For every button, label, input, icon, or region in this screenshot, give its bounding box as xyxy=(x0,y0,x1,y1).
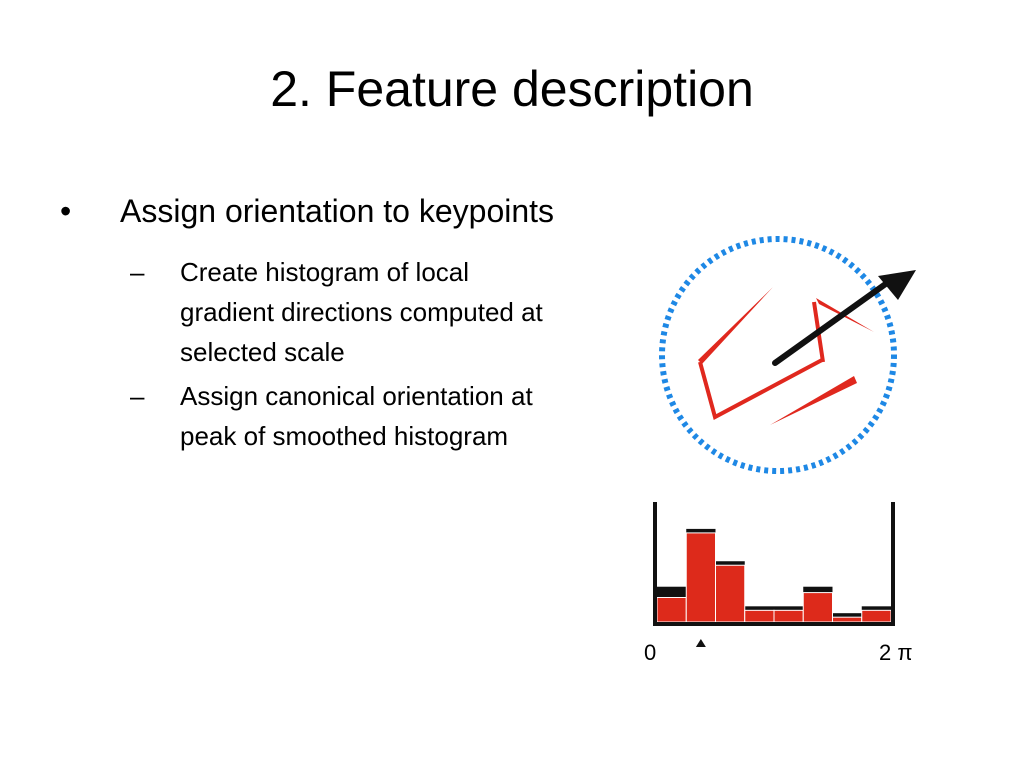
sub-bullet-orientation: – Assign canonical orientation at peak o… xyxy=(130,376,570,456)
sub-bullet-text: Create histogram of local gradient direc… xyxy=(180,257,543,367)
histogram-bar xyxy=(773,609,804,623)
sub-bullet-dash: – xyxy=(130,381,145,411)
histogram-bar xyxy=(656,597,687,623)
bullet-mark: • xyxy=(60,193,72,229)
histogram-bar xyxy=(685,532,716,623)
dominant-orientation-arrow xyxy=(772,270,916,366)
sub-bullet-list: – Create histogram of local gradient dir… xyxy=(130,252,570,460)
gradient-vector xyxy=(698,287,773,364)
keypoint-region-circle xyxy=(659,236,897,474)
sub-bullet-dash: – xyxy=(130,257,145,287)
orientation-figure: 0 2 π xyxy=(630,230,930,670)
sub-bullet-text: Assign canonical orientation at peak of … xyxy=(180,381,533,451)
main-bullet: • Assign orientation to keypoints xyxy=(60,192,554,230)
sub-bullet-histogram: – Create histogram of local gradient dir… xyxy=(130,252,570,372)
orientation-figure-svg: 0 2 π xyxy=(644,236,916,665)
histogram-bar xyxy=(802,592,833,623)
histogram-bar xyxy=(744,609,775,623)
orientation-histogram: 0 2 π xyxy=(644,502,913,665)
histogram-baseline xyxy=(657,622,891,626)
histogram-bar xyxy=(861,609,892,623)
main-bullet-text: Assign orientation to keypoints xyxy=(120,193,555,229)
histogram-start-label: 0 xyxy=(644,640,656,665)
histogram-end-label: 2 π xyxy=(879,640,913,665)
arrow-head xyxy=(878,270,916,300)
histogram-bar xyxy=(715,564,746,623)
gradient-vector xyxy=(770,376,857,425)
histogram-bar xyxy=(832,616,863,623)
arrow-shaft xyxy=(772,275,897,366)
peak-marker-icon xyxy=(695,639,706,647)
histogram-bars xyxy=(656,532,892,626)
slide-title: 2. Feature description xyxy=(270,61,754,117)
gradient-vector xyxy=(698,358,823,420)
